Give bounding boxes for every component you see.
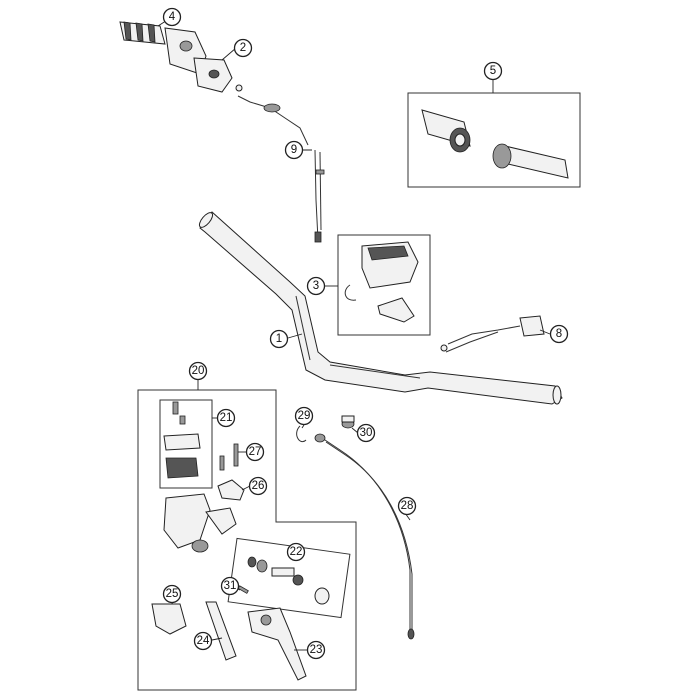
piston-kit (247, 556, 330, 605)
callout-29: 29 (294, 406, 314, 426)
callout-25: 25 (162, 584, 182, 604)
handlebar (198, 211, 563, 405)
callout-28: 28 (397, 496, 417, 516)
callout-1: 1 (269, 329, 289, 349)
callout-4: 4 (162, 7, 182, 27)
svg-text:2: 2 (240, 42, 246, 54)
callout-24: 24 (193, 631, 213, 651)
svg-text:23: 23 (310, 644, 323, 656)
callout-26: 26 (248, 476, 268, 496)
svg-text:26: 26 (252, 480, 265, 492)
svg-text:1: 1 (276, 333, 282, 345)
callout-23: 23 (306, 640, 326, 660)
svg-text:5: 5 (490, 65, 496, 77)
svg-text:31: 31 (224, 580, 237, 592)
master-cylinder-subbox (159, 399, 213, 489)
reservoir-cover (163, 401, 201, 479)
clutch-cable (314, 433, 415, 640)
leader-lines (157, 16, 551, 651)
throttle-cable (237, 95, 325, 243)
throttle-housing (193, 57, 243, 93)
callout-30: 30 (356, 423, 376, 443)
callout-2: 2 (233, 38, 253, 58)
callout-3: 3 (306, 276, 326, 296)
svg-text:30: 30 (360, 427, 373, 439)
callout-9: 9 (284, 140, 304, 160)
master-cylinder-body (163, 493, 237, 553)
callout-31: 31 (220, 576, 240, 596)
callout-8: 8 (549, 324, 569, 344)
clamp-box (337, 234, 431, 336)
svg-text:4: 4 (169, 11, 176, 23)
callout-27: 27 (245, 442, 265, 462)
svg-text:8: 8 (556, 328, 562, 340)
kill-switch (440, 315, 545, 353)
callout-21: 21 (216, 408, 236, 428)
lever-bracket (151, 603, 187, 635)
throttle-grip (119, 21, 207, 75)
svg-text:24: 24 (197, 635, 210, 647)
handlebar-clamp (344, 241, 419, 323)
pivot-pin (205, 601, 237, 661)
svg-text:28: 28 (401, 500, 414, 512)
svg-text:20: 20 (192, 365, 205, 377)
callout-5: 5 (483, 61, 503, 81)
svg-text:22: 22 (290, 546, 303, 558)
svg-text:29: 29 (298, 410, 311, 422)
cable-adjuster (341, 415, 355, 429)
clamp-half (217, 479, 245, 501)
lever-group-box (137, 389, 357, 691)
svg-text:27: 27 (249, 446, 262, 458)
callout-20: 20 (188, 361, 208, 381)
grip-set-box (407, 92, 581, 188)
svg-text:9: 9 (291, 144, 297, 156)
svg-text:25: 25 (166, 588, 179, 600)
bolt-pair (219, 443, 239, 471)
svg-text:3: 3 (313, 280, 319, 292)
circlip (296, 425, 307, 442)
callout-22: 22 (286, 542, 306, 562)
hand-lever (247, 607, 307, 681)
grip-set (421, 109, 569, 179)
svg-text:21: 21 (220, 412, 233, 424)
